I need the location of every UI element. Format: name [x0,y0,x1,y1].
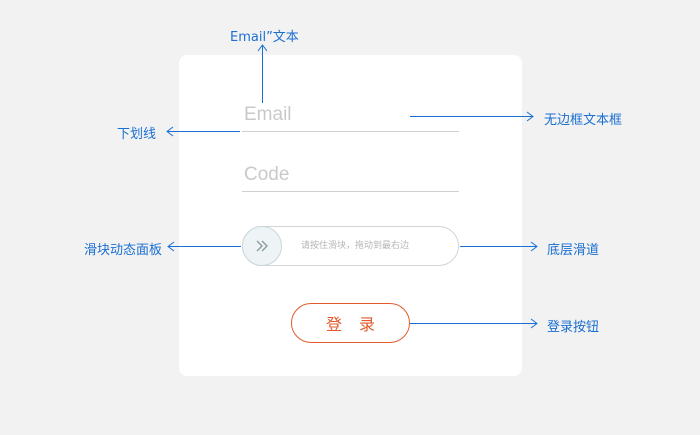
annotation-underline: 下划线 [117,127,157,142]
email-input[interactable] [242,98,459,132]
annotation-slider-panel: 滑块动态面板 [84,243,163,258]
login-button[interactable]: 登 录 [291,303,410,343]
double-chevron-right-icon [256,240,268,252]
slider-knob[interactable] [242,226,282,266]
slider-hint-text: 请按住滑块，拖动到最右边 [301,241,410,251]
slider-track: 请按住滑块，拖动到最右边 [242,226,459,266]
annotation-email-text: Email”文本 [230,30,299,45]
code-input[interactable] [242,158,459,192]
annotation-login-button: 登录按钮 [547,320,600,335]
annotation-borderless-textbox: 无边框文本框 [544,113,623,128]
annotation-bottom-track: 底层滑道 [547,243,600,258]
